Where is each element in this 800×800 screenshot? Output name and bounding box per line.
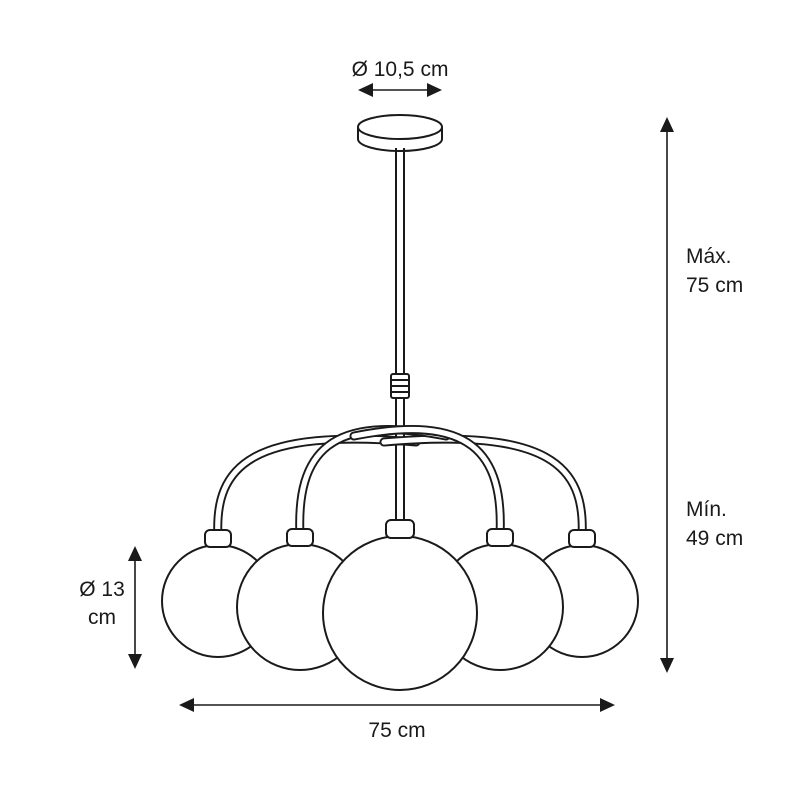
arrowhead-right (600, 698, 615, 712)
min-height-value: 49 cm (686, 527, 743, 550)
globe-cap (486, 528, 514, 547)
arrowhead-right (427, 83, 442, 97)
max-height-label: Máx. (686, 245, 732, 268)
globe-diameter-dimension: Ø 13 cm (79, 546, 142, 669)
min-height-label: Mín. (686, 498, 727, 521)
arrowhead-down (660, 658, 674, 673)
lamp-drawing (161, 114, 639, 691)
globe-cap (204, 529, 232, 548)
max-height-value: 75 cm (686, 274, 743, 297)
arrowhead-down (128, 654, 142, 669)
globe-cap (385, 519, 415, 539)
canopy-top (357, 114, 443, 140)
canopy-body (357, 127, 443, 152)
arm-inner-right (349, 424, 505, 541)
globe-diameter-label-line1: Ø 13 (79, 578, 125, 601)
ceiling-canopy (357, 114, 443, 152)
lamp-arms (213, 424, 587, 542)
globe-diameter-label-line2: cm (88, 606, 116, 629)
arrowhead-left (358, 83, 373, 97)
width-value: 75 cm (368, 719, 425, 742)
rod-connector (390, 373, 410, 399)
globe-cap (568, 529, 596, 548)
arrowhead-left (179, 698, 194, 712)
width-dimension: 75 cm (179, 698, 615, 742)
canopy-diameter-label: Ø 10,5 cm (352, 58, 449, 81)
lamp-globes (161, 519, 639, 691)
globe-cap (286, 528, 314, 547)
height-dimension: Máx. 75 cm Mín. 49 cm (660, 117, 743, 673)
globe-center (322, 519, 478, 691)
arrowhead-up (660, 117, 674, 132)
arm-inner-left (295, 424, 451, 541)
canopy-diameter-dimension: Ø 10,5 cm (352, 58, 449, 97)
suspension-rod (390, 148, 410, 523)
globe-glass (322, 535, 478, 691)
arrowhead-up (128, 546, 142, 561)
